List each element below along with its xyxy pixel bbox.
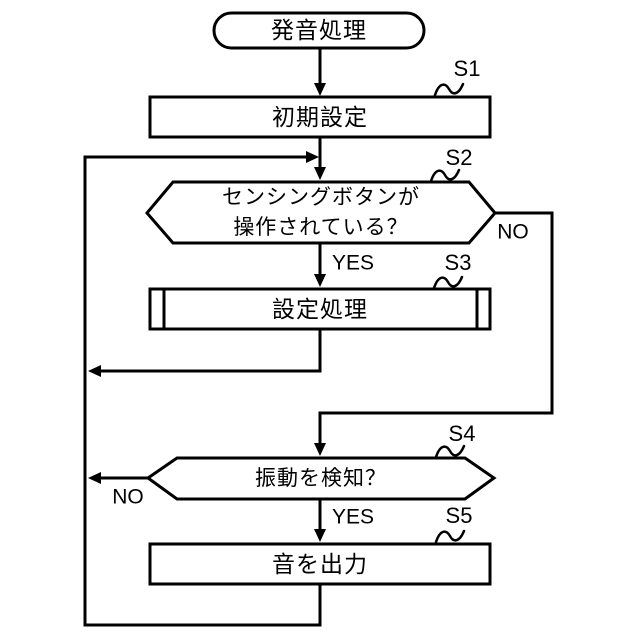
reference-squiggle-s4-icon — [434, 444, 466, 459]
decision-s2-shape — [145, 180, 497, 245]
reference-squiggle-s2-icon — [429, 168, 461, 183]
arrowhead-into-s4-icon — [314, 443, 326, 456]
arrowhead-s4-no-to-loop-icon — [88, 472, 101, 484]
branch-label-s2-no: NO — [497, 220, 529, 244]
decision-s2-label-line2: 操作されている？ — [233, 216, 409, 239]
process-s1-label: 初期設定 — [272, 104, 368, 131]
connector-s2-no-to-s4 — [318, 211, 554, 444]
process-s5-shape — [148, 542, 492, 586]
decision-s2-label-line1: センシングボタンが — [222, 186, 420, 209]
branch-label-s2-yes: YES — [331, 251, 375, 275]
terminal-start-shape — [212, 11, 426, 50]
process-s5-label: 音を出力 — [272, 551, 368, 578]
decision-s4-shape — [145, 456, 497, 501]
reference-squiggle-s3-icon — [432, 275, 464, 290]
arrowhead-s3-to-loop-icon — [88, 365, 101, 377]
step-label-s2: S2 — [445, 144, 473, 170]
branch-label-s4-yes: YES — [331, 505, 375, 529]
arrowhead-into-s1-icon — [314, 83, 326, 96]
step-label-s4: S4 — [448, 420, 476, 446]
predefined-process-s3-label: 設定処理 — [272, 296, 368, 323]
arrowhead-loop-merge-icon — [306, 151, 319, 163]
predefined-process-s3-shape — [148, 287, 492, 331]
process-s1-shape — [148, 95, 492, 139]
arrowhead-into-s3-icon — [314, 274, 326, 287]
step-label-s5: S5 — [445, 502, 473, 528]
step-label-s3: S3 — [444, 249, 472, 275]
connector-s3-to-loop — [100, 329, 322, 373]
decision-s4-label: 振動を検知？ — [255, 467, 387, 490]
step-label-s1: S1 — [453, 55, 481, 81]
branch-label-s4-no: NO — [112, 485, 144, 509]
connector-return-loop — [83, 155, 322, 627]
decision-s2-label: センシングボタンが 操作されている？ — [222, 183, 420, 243]
arrowhead-into-s2-icon — [314, 167, 326, 180]
reference-squiggle-s1-icon — [433, 82, 465, 97]
terminal-start-label: 発音処理 — [271, 17, 367, 44]
arrowhead-into-s5-icon — [314, 529, 326, 542]
reference-squiggle-s5-icon — [434, 529, 466, 544]
